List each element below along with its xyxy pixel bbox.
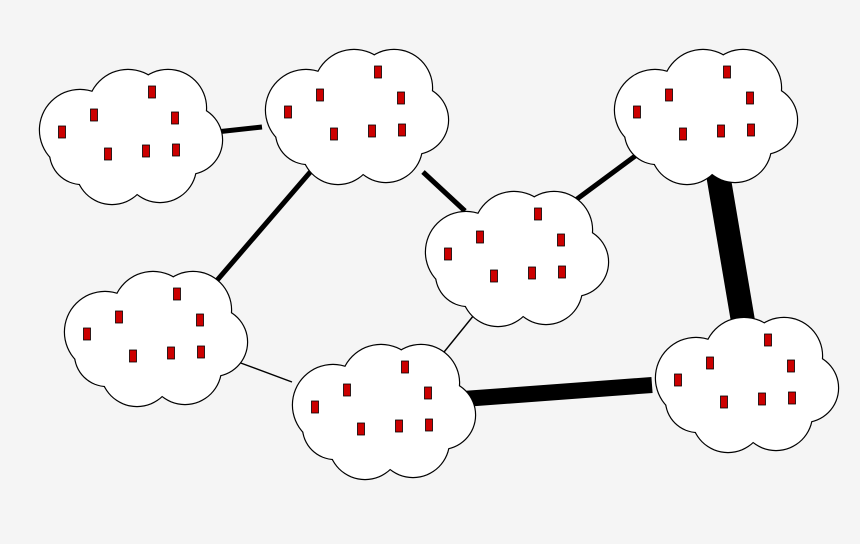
- node-marker: [476, 230, 484, 244]
- cloud-fill: [426, 192, 608, 326]
- node-marker: [787, 359, 795, 373]
- node-marker: [706, 356, 714, 370]
- node-marker: [368, 124, 376, 138]
- link-c3-c7: [705, 165, 757, 336]
- cloud-c6: [291, 343, 477, 481]
- node-marker: [720, 395, 728, 409]
- node-marker: [171, 111, 179, 125]
- cloud-c2: [264, 48, 450, 186]
- node-marker: [444, 247, 452, 261]
- node-marker: [398, 123, 406, 137]
- node-marker: [343, 383, 351, 397]
- node-marker: [197, 345, 205, 359]
- cloud-c4: [63, 270, 249, 408]
- cloud-fill: [266, 50, 448, 184]
- node-marker: [424, 386, 432, 400]
- node-marker: [357, 422, 365, 436]
- node-marker: [148, 85, 156, 99]
- link-c6-c7: [462, 377, 653, 407]
- node-marker: [374, 65, 382, 79]
- cloud-fill: [293, 345, 475, 479]
- node-marker: [58, 125, 66, 139]
- link-c2-c5: [421, 170, 467, 213]
- node-marker: [83, 327, 91, 341]
- node-marker: [90, 108, 98, 122]
- node-marker: [196, 313, 204, 327]
- node-marker: [311, 400, 319, 414]
- link-c5-c6: [439, 314, 475, 358]
- node-marker: [679, 127, 687, 141]
- node-marker: [717, 124, 725, 138]
- node-marker: [557, 233, 565, 247]
- link-c2-c4: [211, 168, 314, 287]
- link-c4-c6: [237, 361, 293, 383]
- node-marker: [674, 373, 682, 387]
- node-marker: [746, 91, 754, 105]
- node-marker: [764, 333, 772, 347]
- cloud-c3: [613, 48, 799, 186]
- cloud-c7: [654, 316, 840, 454]
- node-marker: [330, 127, 338, 141]
- node-marker: [397, 91, 405, 105]
- node-marker: [316, 88, 324, 102]
- node-marker: [401, 360, 409, 374]
- node-marker: [747, 123, 755, 137]
- node-marker: [115, 310, 123, 324]
- cloud-fill: [656, 318, 838, 452]
- cloud-fill: [40, 70, 222, 204]
- node-marker: [167, 346, 175, 360]
- cloud-c5: [424, 190, 610, 328]
- node-marker: [173, 287, 181, 301]
- node-marker: [758, 392, 766, 406]
- node-marker: [425, 418, 433, 432]
- node-marker: [129, 349, 137, 363]
- cloud-fill: [65, 272, 247, 406]
- node-marker: [665, 88, 673, 102]
- node-marker: [788, 391, 796, 405]
- cloud-c1: [38, 68, 224, 206]
- node-marker: [104, 147, 112, 161]
- cloud-fill: [615, 50, 797, 184]
- node-marker: [534, 207, 542, 221]
- node-marker: [142, 144, 150, 158]
- node-marker: [633, 105, 641, 119]
- links-layer: [206, 124, 757, 407]
- node-marker: [172, 143, 180, 157]
- node-marker: [723, 65, 731, 79]
- node-marker: [395, 419, 403, 433]
- node-marker: [490, 269, 498, 283]
- node-marker: [284, 105, 292, 119]
- node-marker: [528, 266, 536, 280]
- node-marker: [558, 265, 566, 279]
- clouds-layer: [38, 48, 840, 481]
